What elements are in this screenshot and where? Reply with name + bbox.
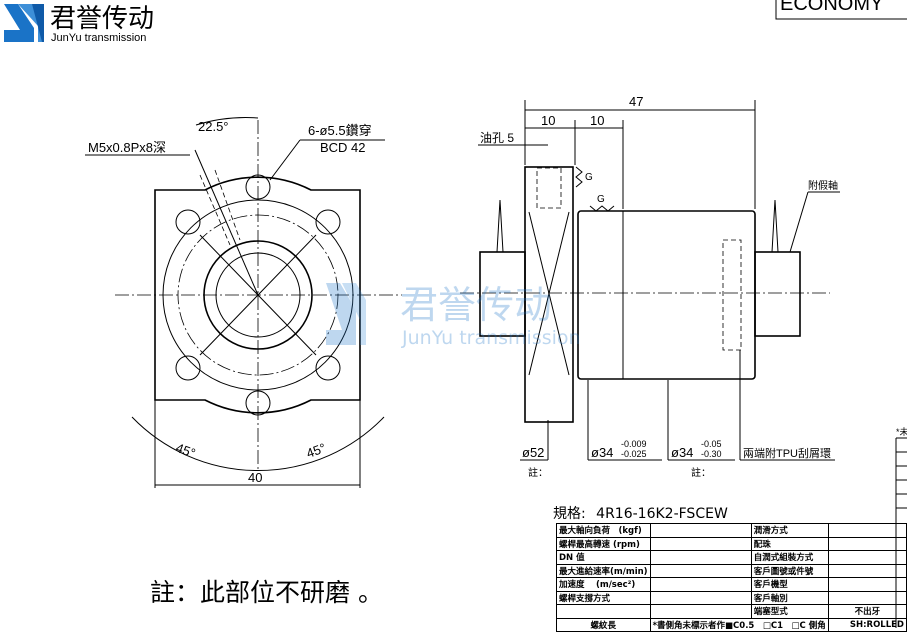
spec-cell xyxy=(649,536,752,551)
logo-cn: 君誉传动 xyxy=(50,3,154,33)
length-b: 10 xyxy=(590,113,604,128)
spec-cell: 螺桿支撐方式 xyxy=(556,590,651,605)
dia-body-tol-up: -0.009 xyxy=(621,439,647,449)
spec-cell: 螺桿最高轉速 (rpm) xyxy=(556,536,651,551)
note-a: 註： xyxy=(528,467,548,479)
holes-note: 6-ø5.5鑽穿 xyxy=(308,123,372,138)
spec-cell xyxy=(649,563,752,578)
spec-cell xyxy=(827,550,907,565)
spec-cell xyxy=(649,590,752,605)
spec-footer-left: 螺紋長 xyxy=(556,617,651,632)
spec-table: 最大軸向負荷 (kgf) 潤滑方式 螺桿最高轉速 (rpm) 配珠 DN 值 自潤式組… xyxy=(556,523,907,632)
table-row: 加速度 (m/sec²) 客戶機型 xyxy=(556,577,907,592)
dia-body: ø34 xyxy=(591,445,613,460)
spec-cell: 客戶軸別 xyxy=(750,590,829,605)
spec-cell xyxy=(827,577,907,592)
spec-cell xyxy=(827,536,907,551)
grind-mark-2: G xyxy=(597,194,605,205)
spec-cell: 配珠 xyxy=(750,536,829,551)
dia-end: ø34 xyxy=(671,445,693,460)
width-label: 40 xyxy=(248,470,262,485)
angle-left-label: 45° xyxy=(174,440,198,461)
main-note: 註：此部位不研磨 。 xyxy=(150,578,383,607)
spec-cell xyxy=(649,604,752,619)
note-b: 註： xyxy=(691,467,711,479)
economy-box xyxy=(775,0,907,20)
length-total: 47 xyxy=(629,94,643,109)
spec-cell xyxy=(649,550,752,565)
table-row: 螺桿支撐方式 客戶軸別 xyxy=(556,590,907,605)
table-row: 螺桿最高轉速 (rpm) 配珠 xyxy=(556,536,907,551)
table-row: DN 值 自潤式組裝方式 xyxy=(556,550,907,565)
thread-note: M5x0.8Px8深 xyxy=(88,140,166,155)
spec-cell: DN 值 xyxy=(556,550,651,565)
spec-label: 規格: xyxy=(553,506,586,522)
angle-right-label: 45° xyxy=(304,440,328,461)
logo-en: JunYu transmission xyxy=(51,32,146,44)
angle-top-label: 22.5° xyxy=(198,119,229,134)
table-row: 最大軸向負荷 (kgf) 潤滑方式 xyxy=(556,523,907,538)
spec-cell xyxy=(827,523,907,538)
spec-cell xyxy=(827,590,907,605)
spec-cell xyxy=(556,604,651,619)
wiper-note: 兩端附TPU刮屑環 xyxy=(743,446,831,460)
dia-flange: ø52 xyxy=(522,445,544,460)
dia-body-tol-low: -0.025 xyxy=(621,449,647,459)
grind-mark-1: G xyxy=(585,172,593,183)
length-a: 10 xyxy=(541,113,555,128)
oil-hole-label: 油孔 5 xyxy=(480,131,514,145)
dia-end-tol-up: -0.05 xyxy=(701,439,722,449)
economy-label: ECONOMY xyxy=(780,0,883,15)
spec-cell: 加速度 (m/sec²) xyxy=(556,577,651,592)
spec-cell: 最大進給速率(m/min) xyxy=(556,563,651,578)
table-row: 端塞型式不出牙 xyxy=(556,604,907,619)
spec-cell xyxy=(649,523,752,538)
spec-cell: 客戶圖號或件號 xyxy=(750,563,829,578)
table-row: 最大進給速率(m/min) 客戶圖號或件號 xyxy=(556,563,907,578)
dummy-shaft-label: 附假軸 xyxy=(808,179,838,192)
spec-model: 4R16-16K2-FSCEW xyxy=(596,506,728,522)
table-row: 螺紋長 *書側角未標示者作■C0.5 □C1 □C 側角 SH:ROLLED xyxy=(556,617,907,632)
logo-icon xyxy=(4,4,44,42)
front-view xyxy=(85,117,402,488)
spec-cell xyxy=(827,563,907,578)
dia-end-tol-low: -0.30 xyxy=(701,449,722,459)
spec-cell: 自潤式組裝方式 xyxy=(750,550,829,565)
spec-cell: 客戶機型 xyxy=(750,577,829,592)
side-view xyxy=(460,100,840,461)
side-table-note: *未 xyxy=(896,426,907,437)
spec-footer-right: SH:ROLLED xyxy=(827,617,907,632)
spec-cell: 不出牙 xyxy=(827,604,907,619)
spec-footer-chamfer: *書側角未標示者作■C0.5 □C1 □C 側角 xyxy=(649,617,829,632)
bcd-label: BCD 42 xyxy=(320,140,366,155)
spec-cell: 最大軸向負荷 (kgf) xyxy=(556,523,651,538)
spec-cell xyxy=(649,577,752,592)
spec-cell: 潤滑方式 xyxy=(750,523,829,538)
spec-cell: 端塞型式 xyxy=(750,604,829,619)
watermark-en: JunYu transmission xyxy=(401,327,581,349)
spec-title: 規格: 4R16-16K2-FSCEW xyxy=(553,503,728,523)
watermark: 君誉传动 JunYu transmission xyxy=(326,283,581,349)
watermark-cn: 君誉传动 xyxy=(400,283,552,327)
